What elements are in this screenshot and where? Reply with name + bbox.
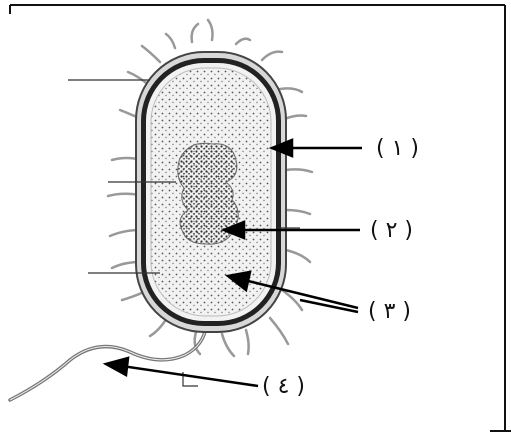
label-3: ( ٣ )	[368, 299, 411, 324]
label-4: ( ٤ )	[262, 374, 305, 399]
label-1: ( ١ )	[376, 136, 419, 161]
label-2: ( ٢ )	[370, 218, 413, 243]
